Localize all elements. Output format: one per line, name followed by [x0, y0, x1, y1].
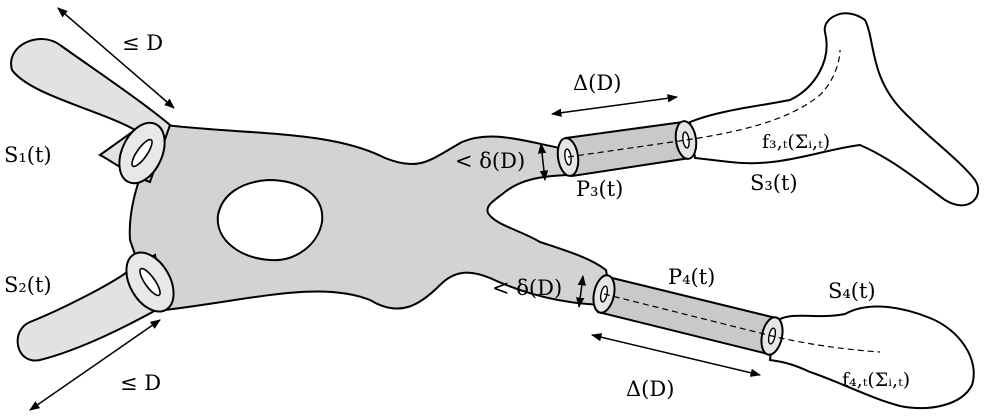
label-delta-big-bottom: Δ(D)	[626, 377, 674, 401]
region-s4	[768, 305, 975, 410]
main-body-region	[128, 123, 614, 312]
label-f3: f₃,ₜ(Σᵢ,ₜ)	[762, 131, 830, 153]
arrow-delta-small-top	[537, 142, 549, 182]
label-p3: P₃(t)	[576, 177, 623, 201]
dashed-core-p4	[603, 293, 881, 353]
label-s1: S₁(t)	[4, 143, 52, 167]
arrow-delta-small-bottom	[576, 274, 586, 309]
region-s3	[688, 12, 980, 207]
label-le-d-top: ≤ D	[122, 31, 163, 55]
label-p4: P₄(t)	[668, 265, 715, 289]
label-s3: S₃(t)	[750, 171, 798, 195]
label-delta-small-top: < δ(D)	[455, 149, 525, 173]
label-delta-small-bottom: < δ(D)	[492, 276, 562, 300]
label-s2: S₂(t)	[4, 273, 52, 297]
arrow-delta-big-bottom	[590, 333, 762, 377]
arrow-le-d-top	[57, 7, 175, 109]
label-delta-big-top: Δ(D)	[573, 71, 621, 95]
label-le-d-bottom: ≤ D	[120, 371, 161, 395]
neck-s2-inner	[139, 267, 161, 297]
tube-p3	[564, 120, 692, 178]
arrow-le-d-bottom	[29, 319, 161, 411]
neck-s1-inner	[131, 138, 153, 168]
label-s4: S₄(t)	[828, 279, 876, 303]
arrow-delta-big-top	[550, 94, 679, 117]
dashed-core-p3	[567, 49, 841, 158]
label-f4: f₄,ₜ(Σᵢ,ₜ)	[842, 369, 910, 391]
